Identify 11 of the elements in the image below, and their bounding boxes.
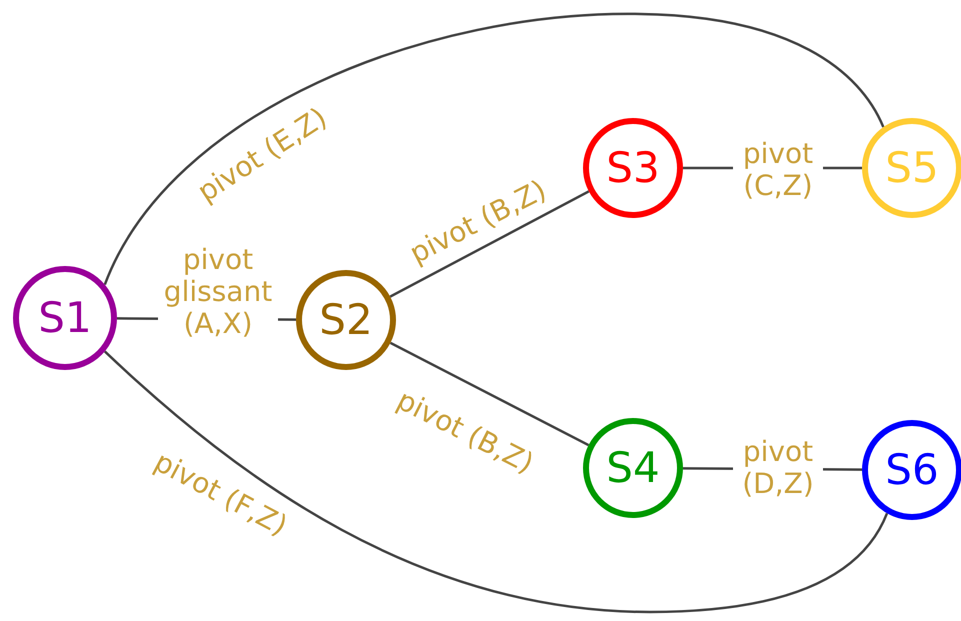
- state-label: S1: [38, 297, 92, 339]
- edge-label: pivot (F,Z): [148, 446, 292, 542]
- state-label: S2: [319, 299, 373, 341]
- state-label: S6: [885, 449, 939, 491]
- connector-line: [104, 350, 888, 614]
- connector-line: [104, 12, 884, 286]
- state-label: S5: [885, 147, 939, 189]
- connector-line: [390, 190, 590, 298]
- connector-line: [390, 342, 590, 446]
- state-label: S3: [606, 147, 660, 189]
- state-label: S4: [606, 447, 660, 489]
